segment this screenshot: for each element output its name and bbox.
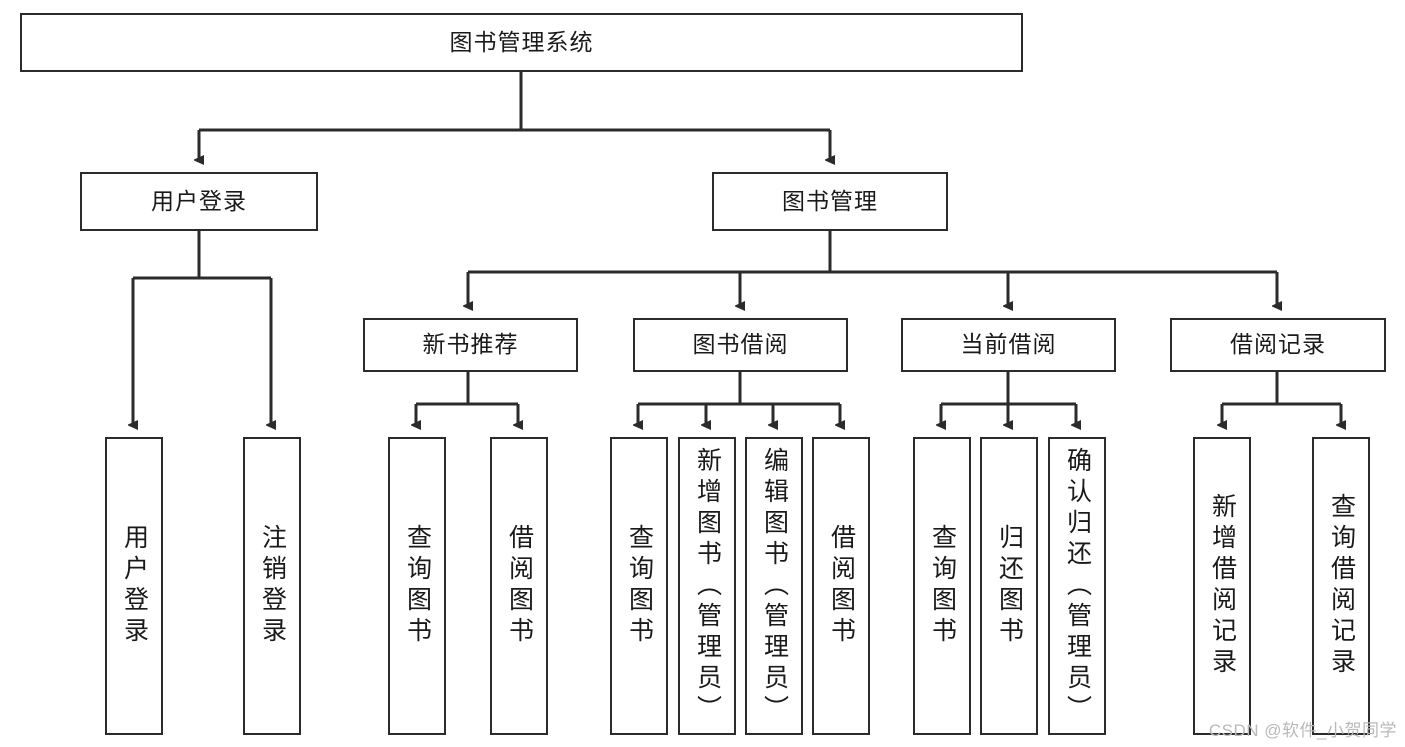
node-label: 借阅图书 [827,524,856,648]
node-label: 查询图书 [403,524,432,648]
node-current-borrow[interactable]: 当前借阅 [901,318,1116,372]
node-label: 编辑图书（管理员） [760,446,789,726]
node-borrow-record[interactable]: 借阅记录 [1170,318,1386,372]
node-label: 图书管理系统 [449,28,594,55]
node-book-borrow[interactable]: 图书借阅 [633,318,848,372]
node-label: 借阅记录 [1230,331,1326,358]
node-leaf-query-book-current[interactable]: 查询图书 [913,437,971,735]
node-leaf-add-book[interactable]: 新增图书（管理员） [678,437,736,735]
node-label: 新书推荐 [422,331,519,358]
node-leaf-query-borrow-record[interactable]: 查询借阅记录 [1312,437,1370,735]
node-label: 图书管理 [782,187,878,214]
node-user-login[interactable]: 用户登录 [80,172,318,231]
node-label: 注销登录 [258,524,287,648]
node-label: 查询图书 [625,524,654,648]
node-label: 归还图书 [995,524,1024,648]
node-label: 查询图书 [928,524,957,648]
csdn-watermark: CSDN @软件_小贺同学 [1208,721,1397,740]
node-label: 借阅图书 [505,524,534,648]
node-label: 当前借阅 [960,331,1057,358]
node-leaf-query-book-recommend[interactable]: 查询图书 [388,437,446,735]
node-label: 用户登录 [151,187,247,214]
node-leaf-confirm-return[interactable]: 确认归还（管理员） [1048,437,1106,735]
node-leaf-edit-book[interactable]: 编辑图书（管理员） [745,437,803,735]
node-label: 确认归还（管理员） [1063,446,1092,726]
node-label: 新增图书（管理员） [693,446,722,726]
node-label: 新增借阅记录 [1208,493,1237,679]
node-leaf-borrow-book[interactable]: 借阅图书 [812,437,870,735]
node-label: 查询借阅记录 [1327,493,1356,679]
node-leaf-add-borrow-record[interactable]: 新增借阅记录 [1193,437,1251,735]
node-leaf-user-login[interactable]: 用户登录 [105,437,163,735]
node-leaf-logout-login[interactable]: 注销登录 [243,437,301,735]
node-book-manage[interactable]: 图书管理 [712,172,948,231]
node-leaf-borrow-book-recommend[interactable]: 借阅图书 [490,437,548,735]
node-label: 图书借阅 [692,331,789,358]
node-leaf-query-book-borrow[interactable]: 查询图书 [610,437,668,735]
node-label: 用户登录 [120,524,149,648]
node-root-system[interactable]: 图书管理系统 [20,13,1023,72]
node-new-book-recommend[interactable]: 新书推荐 [363,318,578,372]
node-leaf-return-book[interactable]: 归还图书 [980,437,1038,735]
